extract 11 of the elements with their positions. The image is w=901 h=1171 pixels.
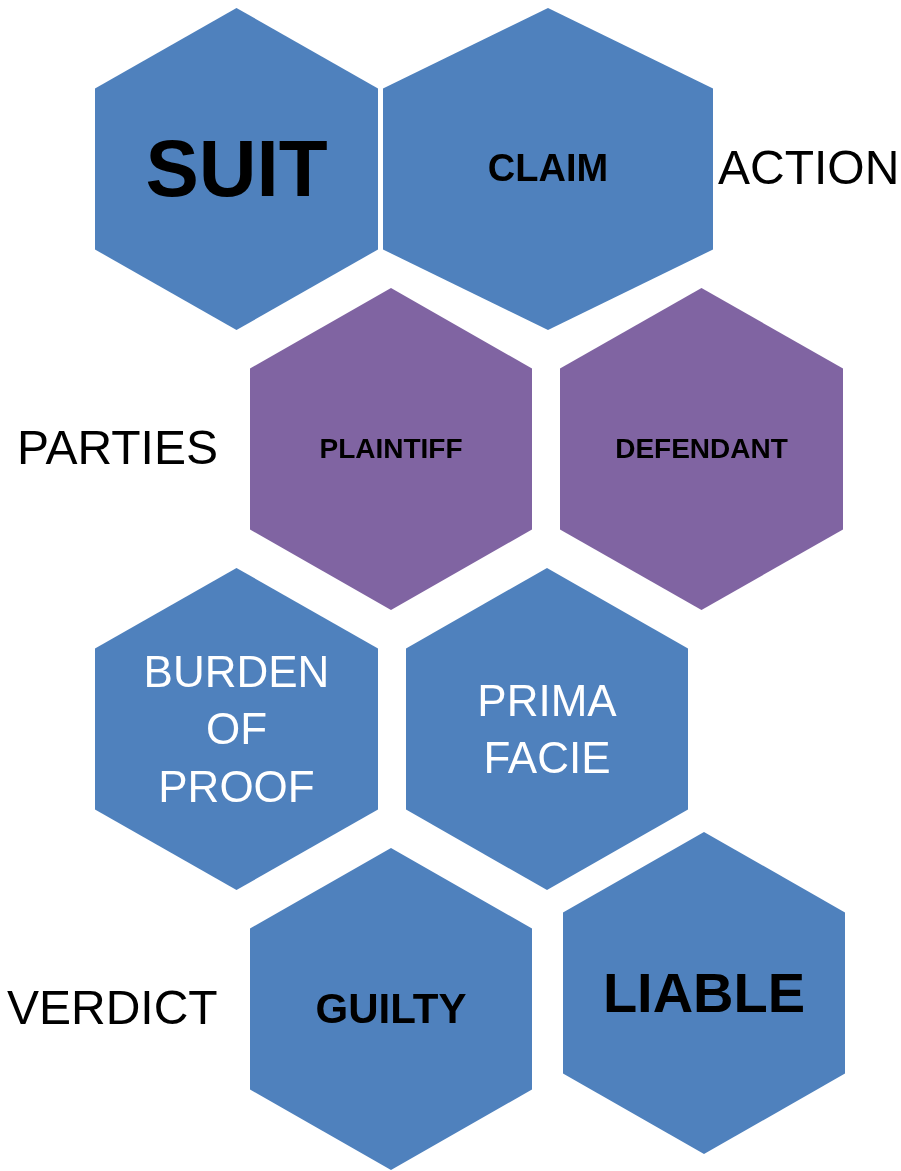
term-text: LIABLE xyxy=(602,959,806,1026)
term-text: BURDEN OF PROOF xyxy=(142,646,331,813)
term-text: SUIT xyxy=(145,123,328,215)
term-text: CLAIM xyxy=(487,146,609,192)
term-text: DEFENDANT xyxy=(615,431,788,466)
term-text: PRIMA FACIE xyxy=(476,674,618,784)
term-text: GUILTY xyxy=(315,983,467,1034)
category-label: VERDICT xyxy=(7,984,218,1032)
category-label: PARTIES xyxy=(17,424,218,472)
term-text: PLAINTIFF xyxy=(319,431,463,466)
category-label: ACTION xyxy=(718,144,900,192)
